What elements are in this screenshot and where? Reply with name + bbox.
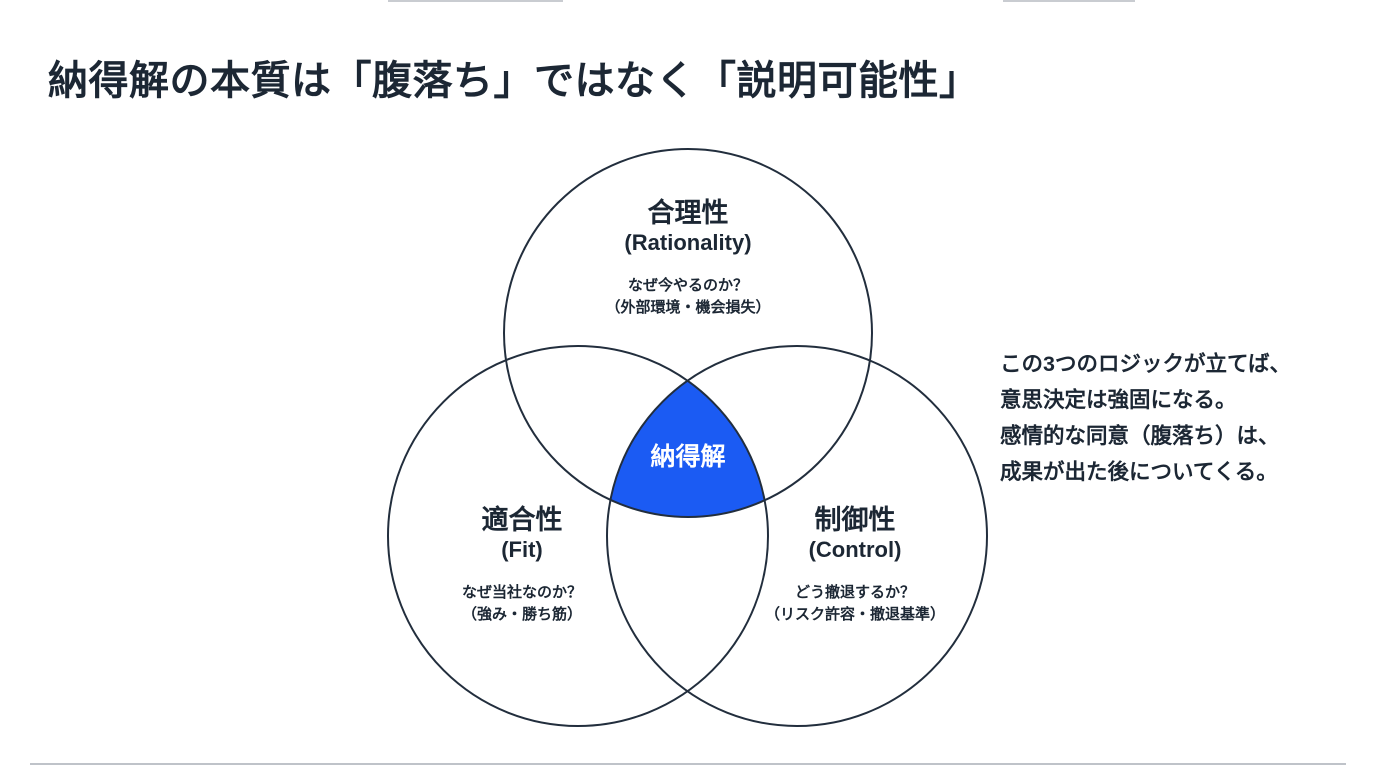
control-subtitle: (Control) bbox=[808, 537, 902, 563]
side-note: この3つのロジックが立てば、 意思決定は強固になる。 感情的な同意（腹落ち）は、… bbox=[1000, 346, 1360, 490]
rationality-subtitle: (Rationality) bbox=[624, 230, 752, 256]
fit-question: なぜ当社なのか？ bbox=[461, 583, 583, 601]
center-intersection-label: 納得解 bbox=[650, 443, 726, 471]
rationality-detail: （外部環境・機会損失） bbox=[605, 299, 771, 317]
control-question: どう撤退するか？ bbox=[794, 583, 916, 601]
fit-label-block: 適合性 (Fit) なぜ当社なのか？ （強み・勝ち筋） bbox=[462, 504, 582, 627]
control-label-block: 制御性 (Control) どう撤退するか？ （リスク許容・撤退基準） bbox=[765, 504, 945, 627]
bottom-edge-artifact bbox=[30, 763, 1346, 765]
fit-title: 適合性 bbox=[481, 505, 563, 535]
rationality-label-block: 合理性 (Rationality) なぜ今やるのか？ （外部環境・機会損失） bbox=[605, 197, 770, 320]
fit-subtitle: (Fit) bbox=[501, 537, 543, 563]
rationality-title: 合理性 bbox=[647, 198, 729, 228]
page-title: 納得解の本質は「腹落ち」ではなく「説明可能性」 bbox=[48, 59, 980, 103]
control-detail: （リスク許容・撤退基準） bbox=[764, 606, 946, 624]
control-title: 制御性 bbox=[814, 505, 896, 535]
side-note-line: 成果が出た後についてくる。 bbox=[1000, 460, 1278, 484]
fit-circle-outline bbox=[387, 345, 769, 727]
side-note-line: 感情的な同意（腹落ち）は、 bbox=[1000, 424, 1280, 448]
side-note-line: この3つのロジックが立てば、 bbox=[1000, 352, 1292, 376]
fit-detail: （強み・勝ち筋） bbox=[461, 606, 583, 624]
top-edge-artifact-left bbox=[388, 0, 563, 2]
rationality-question: なぜ今やるのか？ bbox=[627, 276, 749, 294]
control-circle-outline bbox=[606, 345, 988, 727]
rationality-circle-outline bbox=[503, 148, 873, 518]
side-note-line: 意思決定は強固になる。 bbox=[1000, 388, 1237, 412]
top-edge-artifact-right bbox=[1003, 0, 1135, 2]
